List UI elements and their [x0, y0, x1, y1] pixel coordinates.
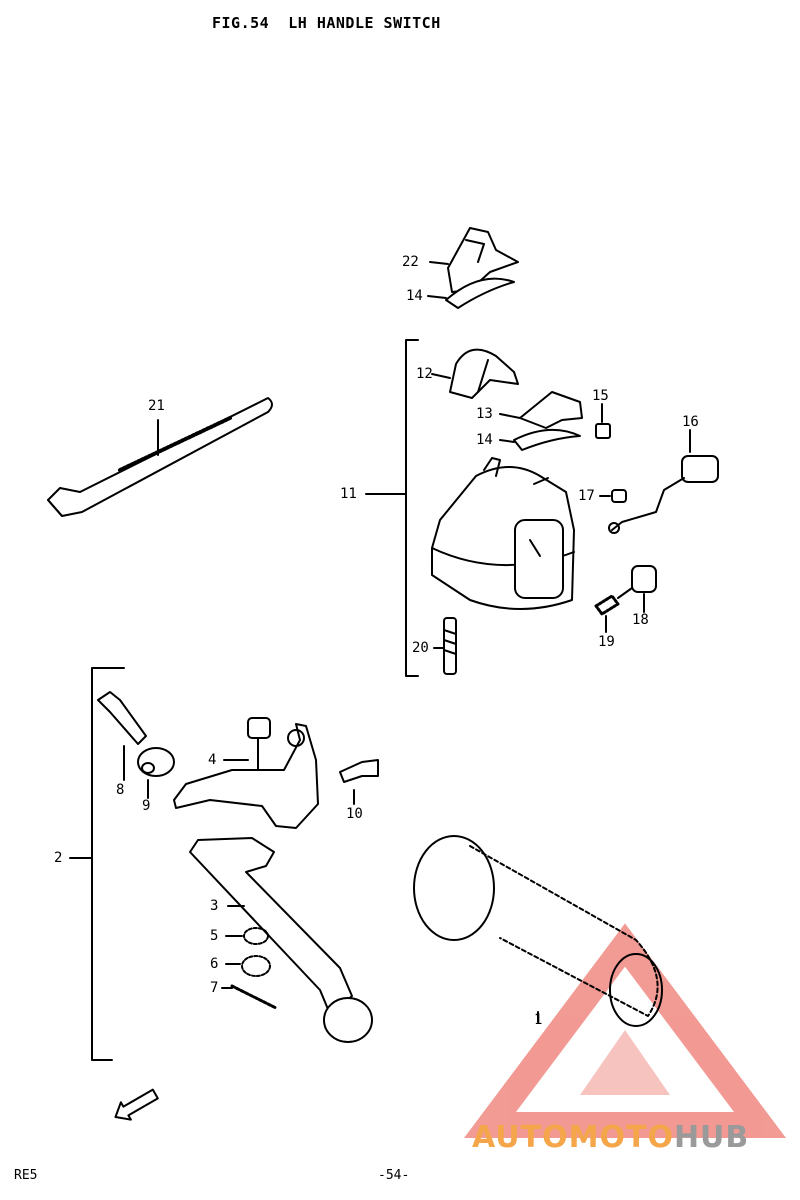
- callout-6: 6: [210, 956, 219, 972]
- callout-20: 20: [412, 640, 429, 656]
- part-14-upper-spring-icon: [427, 277, 515, 309]
- part-3-clutch-lever-icon: [189, 837, 373, 1043]
- callout-9: 9: [142, 798, 151, 814]
- page-title: FIG.54 LH HANDLE SWITCH: [212, 14, 441, 32]
- watermark-logo-icon: [464, 923, 786, 1138]
- part-18-plunger-icon: [631, 565, 657, 613]
- part-7-pin-icon: [221, 984, 278, 1010]
- callout-11: 11: [340, 486, 357, 502]
- front-arrow-icon: [114, 1088, 159, 1121]
- part-14-lower-spring-icon: [499, 428, 581, 451]
- callout-14-lower: 14: [476, 432, 493, 448]
- footer-model: RE5: [14, 1168, 38, 1183]
- callout-7: 7: [210, 980, 219, 996]
- group-bracket-11: [405, 339, 419, 677]
- part-16-choke-lever-icon: [608, 429, 719, 534]
- watermark-text: AUTOMOTOHUB: [472, 1120, 750, 1155]
- part-5-washer-icon: [225, 927, 269, 945]
- callout-22: 22: [402, 254, 419, 270]
- part-4-lever-holder-icon: [173, 717, 319, 829]
- part-17-screw-icon: [599, 489, 627, 503]
- part-8-bolt-icon: [97, 691, 147, 781]
- callout-2: 2: [54, 850, 63, 866]
- callout-4: 4: [208, 752, 217, 768]
- callout-14-upper: 14: [406, 288, 423, 304]
- callout-17: 17: [578, 488, 595, 504]
- part-1-handle-grip-icon: [413, 835, 663, 1027]
- callout-12: 12: [416, 366, 433, 382]
- part-10-screw-icon: [339, 759, 379, 805]
- callout-8: 8: [116, 782, 125, 798]
- group-bracket-2: [91, 667, 125, 1061]
- footer-page-number: -54-: [378, 1168, 410, 1183]
- part-20-screw-icon: [433, 617, 457, 675]
- callout-16: 16: [682, 414, 699, 430]
- callout-1: 1: [534, 1012, 543, 1028]
- part-11-switch-housing-icon: [431, 457, 575, 610]
- callout-18: 18: [632, 612, 649, 628]
- callout-3: 3: [210, 898, 219, 914]
- part-19-spring-icon: [594, 587, 633, 633]
- part-15-screw-icon: [595, 403, 611, 439]
- callout-15: 15: [592, 388, 609, 404]
- part-9-bushing-icon: [137, 747, 175, 799]
- callout-5: 5: [210, 928, 219, 944]
- part-13-lever-icon: [499, 391, 583, 429]
- part-12-cap-icon: [431, 348, 519, 399]
- callout-13: 13: [476, 406, 493, 422]
- part-6-nut-icon: [225, 955, 271, 977]
- callout-21: 21: [148, 398, 165, 414]
- part-21-cable-tie-icon: [47, 397, 273, 517]
- callout-19: 19: [598, 634, 615, 650]
- callout-10: 10: [346, 806, 363, 822]
